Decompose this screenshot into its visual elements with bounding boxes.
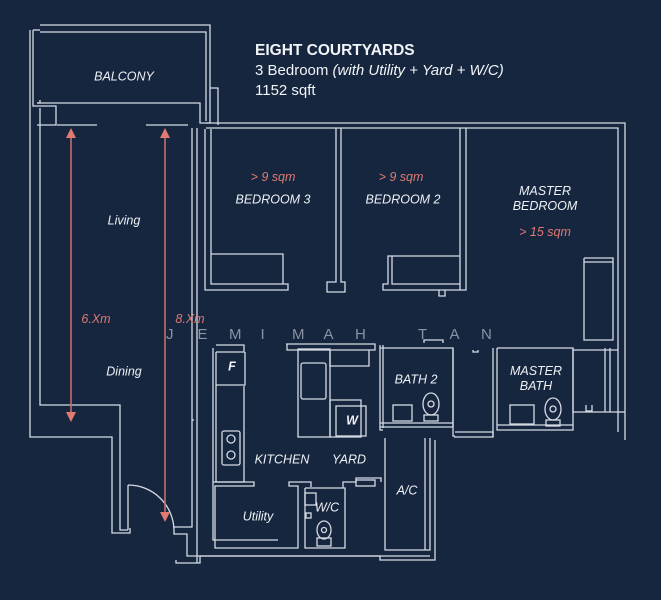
washer-icon: W bbox=[346, 413, 358, 428]
fridge-icon: F bbox=[228, 359, 236, 374]
room-label-dining: Dining bbox=[106, 364, 142, 379]
kitchen-bottom-walls bbox=[200, 438, 431, 557]
bath-2-walls bbox=[380, 339, 479, 437]
unit-header: EIGHT COURTYARDS 3 Bedroom (with Utility… bbox=[255, 41, 504, 101]
room-label-bath-2: BATH 2 bbox=[394, 372, 438, 387]
master-bath-walls bbox=[454, 347, 625, 438]
room-label-living: Living bbox=[107, 213, 141, 228]
room-label-bedroom-3: BEDROOM 3 bbox=[235, 192, 311, 207]
unit-type: 3 Bedroom (with Utility + Yard + W/C) bbox=[255, 62, 504, 79]
area-bedroom-2: > 9 sqm bbox=[378, 170, 424, 184]
room-label-yard: YARD bbox=[331, 452, 367, 467]
room-label-bedroom-2: BEDROOM 2 bbox=[365, 192, 441, 207]
room-label-ac: A/C bbox=[396, 483, 418, 498]
master-bedroom-walls bbox=[583, 257, 614, 341]
balcony-walls bbox=[33, 24, 219, 126]
dimension-label-right: 8.Xm bbox=[175, 312, 205, 326]
area-master-bedroom: > 15 sqm bbox=[519, 225, 571, 239]
room-label-kitchen: KITCHEN bbox=[254, 452, 310, 467]
room-label-master-bedroom: MASTER BEDROOM bbox=[512, 184, 578, 213]
unit-size: 1152 sqft bbox=[255, 82, 316, 99]
dimension-label-left: 6.Xm bbox=[81, 312, 111, 326]
bedroom-3-walls bbox=[204, 128, 346, 293]
room-label-master-bath: MASTER BATH bbox=[509, 364, 563, 393]
room-label-utility: Utility bbox=[242, 509, 274, 524]
dimension-lines bbox=[66, 128, 170, 522]
area-bedroom-3: > 9 sqm bbox=[250, 170, 296, 184]
outer-walls bbox=[29, 30, 626, 564]
project-name: EIGHT COURTYARDS bbox=[255, 42, 415, 59]
room-label-wc: W/C bbox=[314, 500, 340, 515]
room-label-balcony: BALCONY bbox=[94, 69, 154, 84]
bedroom-2-walls bbox=[382, 128, 467, 297]
